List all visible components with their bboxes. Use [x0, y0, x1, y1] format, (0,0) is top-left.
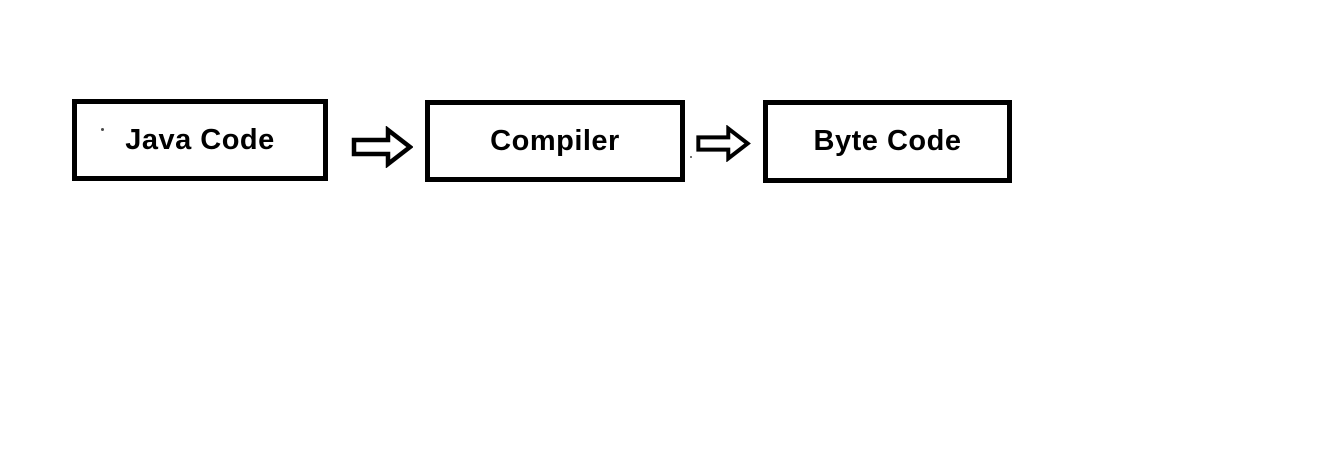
stray-pen-mark [101, 128, 104, 131]
node-byte-code-label: Byte Code [813, 125, 962, 157]
node-byte-code: Byte Code [763, 100, 1012, 183]
block-arrow-icon [351, 126, 413, 168]
block-arrow-icon [693, 125, 753, 162]
node-compiler-label: Compiler [490, 124, 620, 157]
stray-pen-mark [690, 156, 692, 158]
node-java-code: Java Code [72, 99, 328, 181]
node-compiler: Compiler [425, 100, 685, 182]
node-java-code-label: Java Code [125, 123, 275, 156]
